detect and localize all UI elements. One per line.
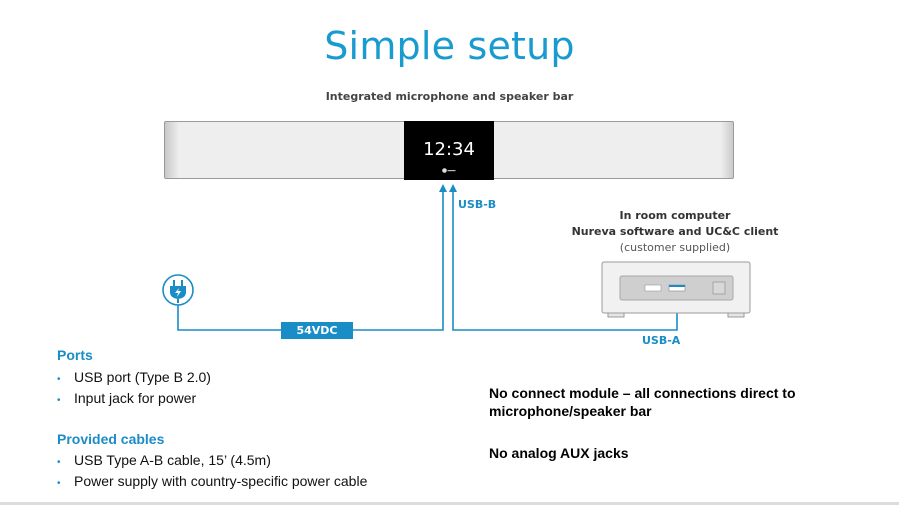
usb-a-label: USB-A — [642, 334, 681, 347]
bullet-icon: • — [57, 374, 61, 385]
in-room-computer — [601, 261, 751, 318]
power-badge: 54VDC — [281, 322, 353, 339]
list-item-text: USB port (Type B 2.0) — [74, 369, 211, 385]
list-item: • USB port (Type B 2.0) — [57, 369, 211, 385]
device-caption: Integrated microphone and speaker bar — [325, 90, 574, 103]
usb-b-label: USB-B — [458, 198, 497, 211]
power-plug-icon — [162, 274, 194, 306]
cables-heading: Provided cables — [57, 431, 165, 447]
bullet-icon: • — [57, 395, 61, 406]
note-connect-module: No connect module – all connections dire… — [489, 385, 796, 419]
note-aux-jacks: No analog AUX jacks — [489, 445, 629, 461]
nureva-logo-icon — [442, 168, 456, 173]
bullet-icon: • — [57, 478, 61, 489]
list-item-text: Input jack for power — [74, 390, 197, 406]
arrow-up-icon — [439, 184, 447, 192]
computer-title: In room computer — [619, 209, 731, 222]
list-item: • Input jack for power — [57, 390, 196, 406]
list-item-text: Power supply with country-specific power… — [74, 473, 368, 489]
bullet-icon: • — [57, 457, 61, 468]
list-item: • USB Type A-B cable, 15’ (4.5m) — [57, 452, 271, 468]
computer-caption: In room computer Nureva software and UC&… — [560, 208, 790, 256]
page-title: Simple setup — [324, 24, 575, 68]
computer-note: (customer supplied) — [619, 241, 731, 254]
power-cable-line — [177, 190, 444, 331]
arrow-up-icon — [449, 184, 457, 192]
display-clock: 12:34 — [423, 139, 475, 160]
ports-heading: Ports — [57, 347, 93, 363]
computer-software: Nureva software and UC&C client — [571, 225, 779, 238]
list-item-text: USB Type A-B cable, 15’ (4.5m) — [74, 452, 271, 468]
footer-divider — [0, 502, 899, 505]
list-item: • Power supply with country-specific powe… — [57, 473, 367, 489]
usb-cable-line — [452, 190, 678, 331]
